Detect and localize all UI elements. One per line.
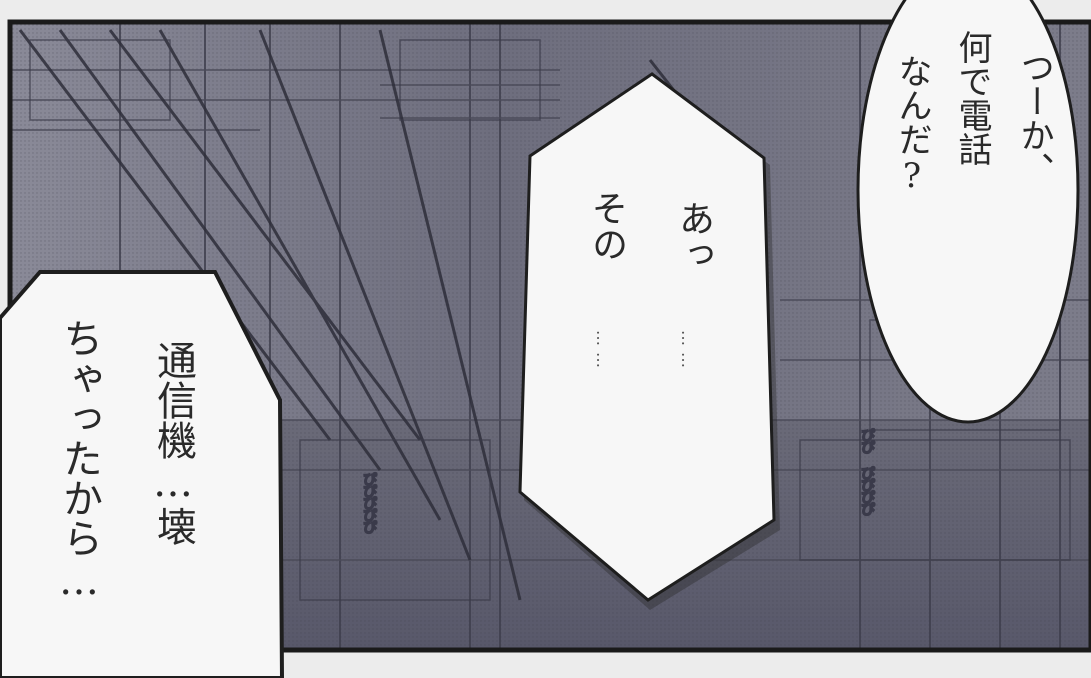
- diagonal-perspective-lines: [18, 29, 762, 601]
- speech-bubble-center: [518, 72, 776, 602]
- bubble-top-right-line3: なんだ?: [892, 54, 932, 196]
- bubble-top-right-line1: つーか、: [1014, 50, 1054, 186]
- speech-bubble-top-right: [856, 0, 1080, 424]
- sfx-phone-ring-right: ぴぴ ぴぴぴぴ: [858, 427, 876, 515]
- bubble-center-line2: その: [586, 190, 627, 262]
- bubble-center-dots-right: ……: [678, 330, 697, 374]
- bubble-center-line1: あっ: [673, 200, 714, 272]
- speech-bubble-left: [0, 270, 285, 678]
- bubble-top-right-line2: 何で電話: [952, 30, 992, 166]
- sfx-phone-ring-left: ぴぴぴぴぴ: [360, 471, 378, 533]
- bubble-center-dots-left: ……: [593, 330, 612, 374]
- bubble-left-line1: 通信機…壊: [150, 340, 196, 546]
- bubble-left-line2: ちゃったから…: [56, 318, 102, 604]
